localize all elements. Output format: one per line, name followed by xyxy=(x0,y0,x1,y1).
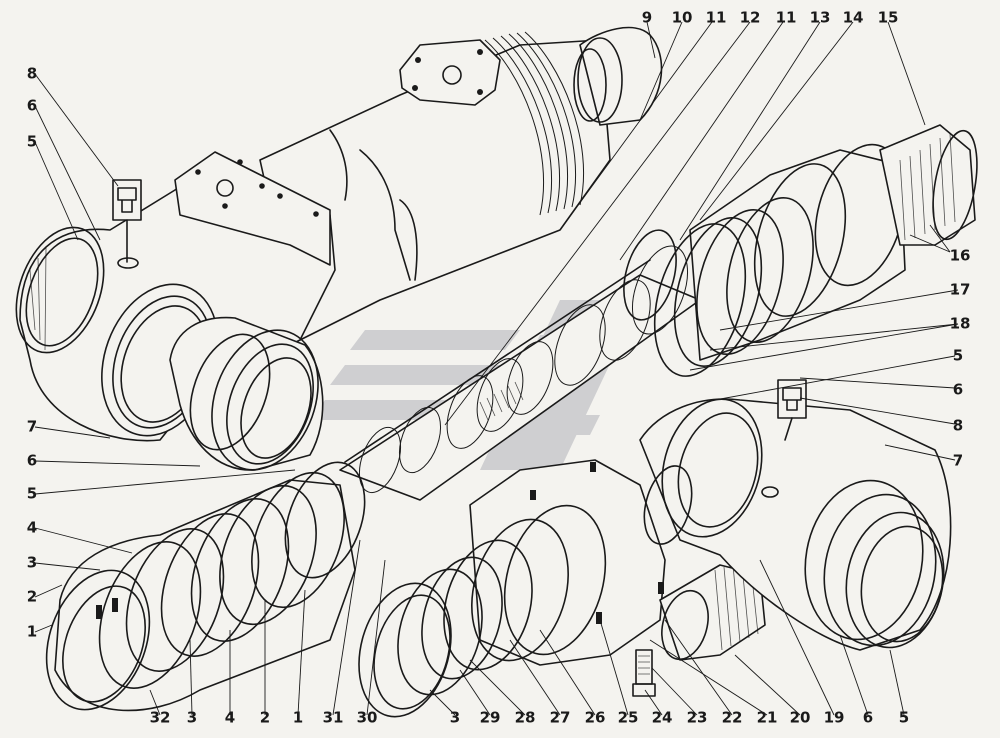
callout-30: 30 xyxy=(357,709,378,727)
callout-11b: 11 xyxy=(776,9,797,27)
callout-1b: 1 xyxy=(293,709,303,727)
piston-rod-assembly xyxy=(339,124,978,501)
callout-21: 21 xyxy=(757,709,778,727)
callout-14: 14 xyxy=(843,9,864,27)
callout-27: 27 xyxy=(550,709,571,727)
callout-5m: 5 xyxy=(27,485,37,503)
callout-31: 31 xyxy=(323,709,344,727)
callout-16: 16 xyxy=(950,247,971,265)
callout-15: 15 xyxy=(878,9,899,27)
leader-lines xyxy=(34,21,959,716)
callout-4l: 4 xyxy=(27,519,37,537)
callout-6m: 6 xyxy=(27,452,37,470)
callout-1l: 1 xyxy=(27,623,37,641)
lower-gland-assembly xyxy=(45,461,366,712)
callout-2l: 2 xyxy=(27,588,37,606)
callout-18: 18 xyxy=(950,315,971,333)
callout-3c: 3 xyxy=(450,709,460,727)
callout-3l: 3 xyxy=(27,554,37,572)
callout-8r: 8 xyxy=(953,417,963,435)
callout-11a: 11 xyxy=(706,9,727,27)
callout-9: 9 xyxy=(642,9,652,27)
callout-12: 12 xyxy=(740,9,761,27)
lower-cap-assembly xyxy=(358,459,766,718)
callout-13: 13 xyxy=(810,9,831,27)
callout-2b: 2 xyxy=(260,709,270,727)
callout-7r: 7 xyxy=(953,452,963,470)
callout-7l: 7 xyxy=(27,418,37,436)
callout-17: 17 xyxy=(950,281,971,299)
callout-22: 22 xyxy=(722,709,743,727)
callout-5r: 5 xyxy=(953,347,963,365)
callout-8l: 8 xyxy=(27,65,37,83)
callout-32: 32 xyxy=(150,709,171,727)
callout-6b: 6 xyxy=(863,709,873,727)
callout-6r: 6 xyxy=(953,381,963,399)
callout-25: 25 xyxy=(618,709,639,727)
callout-29: 29 xyxy=(480,709,501,727)
callout-5l: 5 xyxy=(27,133,37,151)
callout-24: 24 xyxy=(652,709,673,727)
callout-6l: 6 xyxy=(27,97,37,115)
callout-28: 28 xyxy=(515,709,536,727)
callout-5b: 5 xyxy=(899,709,909,727)
lower-right-head-assembly xyxy=(639,379,952,651)
callout-4b: 4 xyxy=(225,709,235,727)
callout-20: 20 xyxy=(790,709,811,727)
callout-19: 19 xyxy=(824,709,845,727)
upper-cylinder-assembly xyxy=(15,26,663,471)
callout-3b: 3 xyxy=(187,709,197,727)
callout-26: 26 xyxy=(585,709,606,727)
callout-23: 23 xyxy=(687,709,708,727)
callout-10: 10 xyxy=(672,9,693,27)
